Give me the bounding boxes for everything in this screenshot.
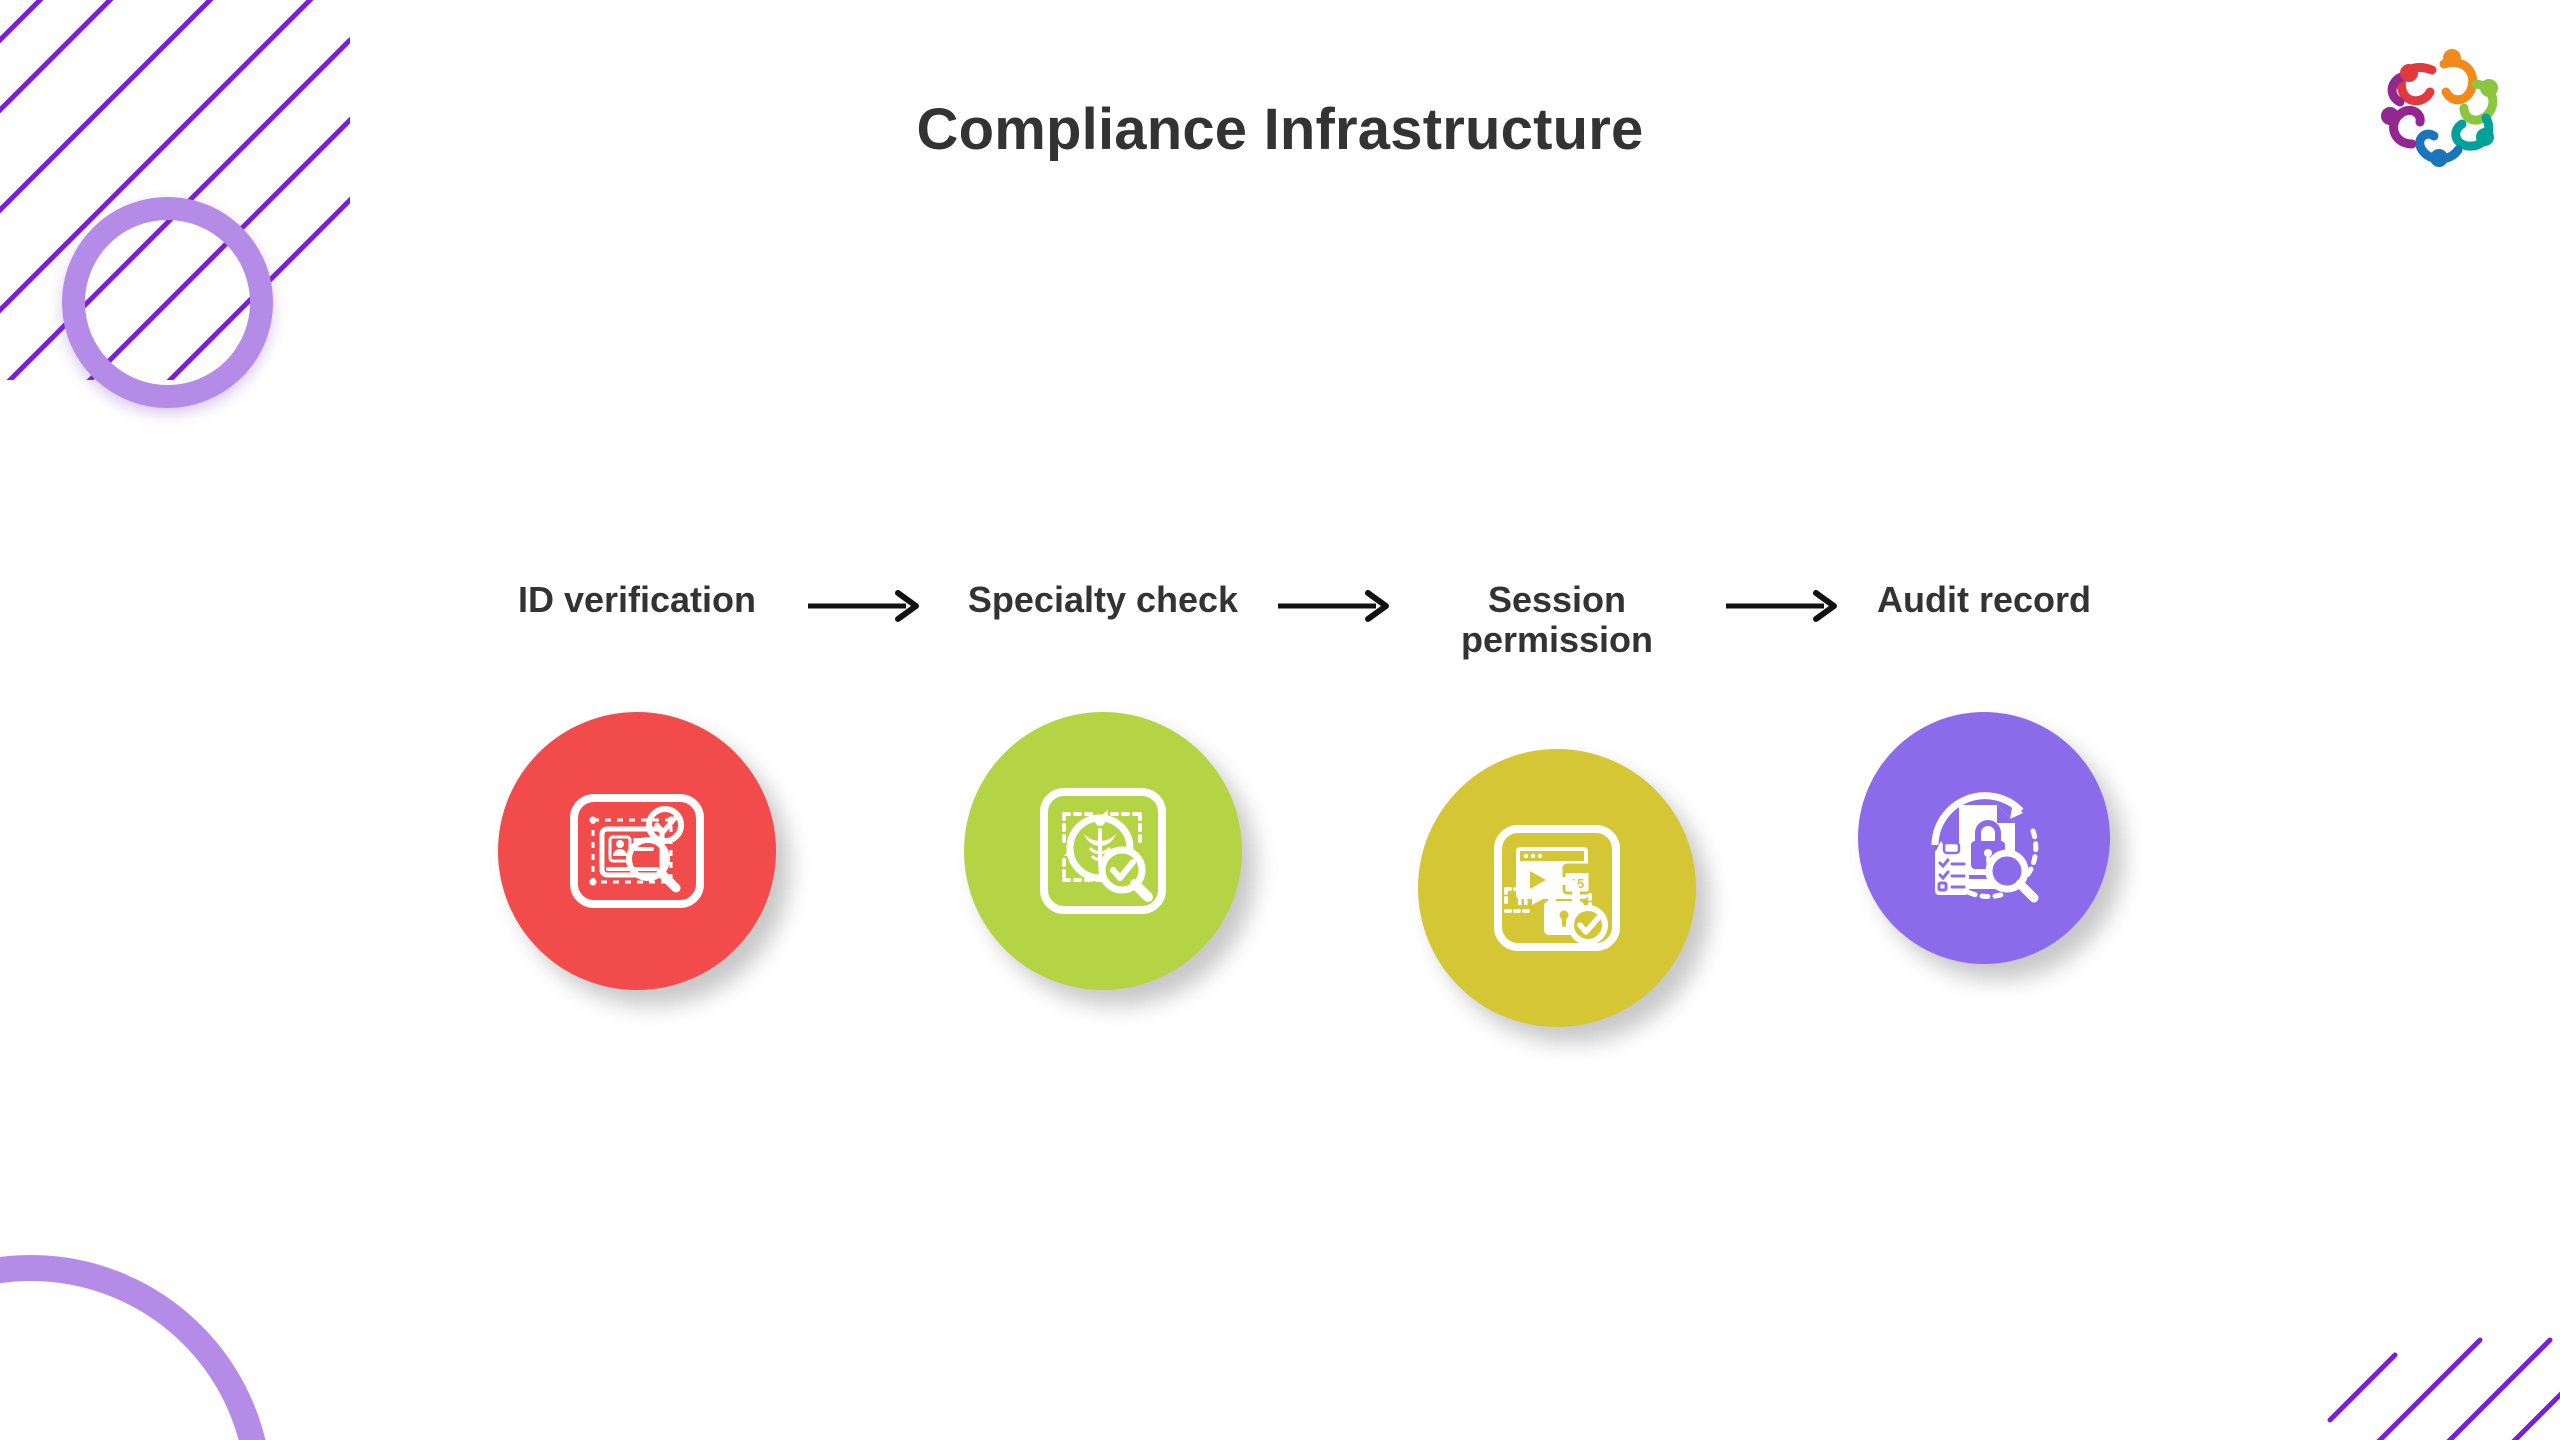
- teamwork-circle-logo: [2372, 40, 2512, 170]
- audit-document-lock-icon: [1858, 712, 2110, 964]
- flow-step-audit-record[interactable]: Audit record: [1858, 579, 2110, 964]
- step-label: Audit record: [1876, 579, 2091, 620]
- step-label: Specialty check: [967, 579, 1239, 620]
- step-label: Session permission: [1460, 579, 1654, 661]
- step-icon-wrapper: [1858, 712, 2110, 964]
- step-icon-wrapper: [964, 712, 1242, 990]
- arrow-right-icon-3: [1724, 580, 1840, 624]
- id-card-verification-icon: [498, 712, 776, 990]
- flow-step-specialty-check[interactable]: Specialty check: [964, 579, 1242, 990]
- flow-step-session-permission[interactable]: Session permission 15: [1418, 579, 1696, 1027]
- medical-caduceus-search-icon: [964, 712, 1242, 990]
- step-icon-wrapper: [498, 712, 776, 990]
- step-icon-wrapper: 15: [1418, 748, 1696, 1027]
- arrow-right-icon-1: [806, 580, 922, 624]
- process-flow: ID verification: [0, 579, 2560, 1027]
- ring-decoration-top-left: [62, 197, 273, 408]
- diagonal-stripes-bottom-right: [2300, 1220, 2560, 1440]
- step-label: ID verification: [517, 579, 757, 620]
- ring-decoration-bottom-left: [0, 1255, 272, 1440]
- page-title: Compliance Infrastructure: [916, 97, 1644, 162]
- flow-step-id-verification[interactable]: ID verification: [498, 579, 776, 990]
- session-lock-permission-icon: 15: [1418, 748, 1696, 1027]
- diagonal-stripes-top-left: [0, 0, 383, 453]
- arrow-right-icon-2: [1276, 580, 1392, 624]
